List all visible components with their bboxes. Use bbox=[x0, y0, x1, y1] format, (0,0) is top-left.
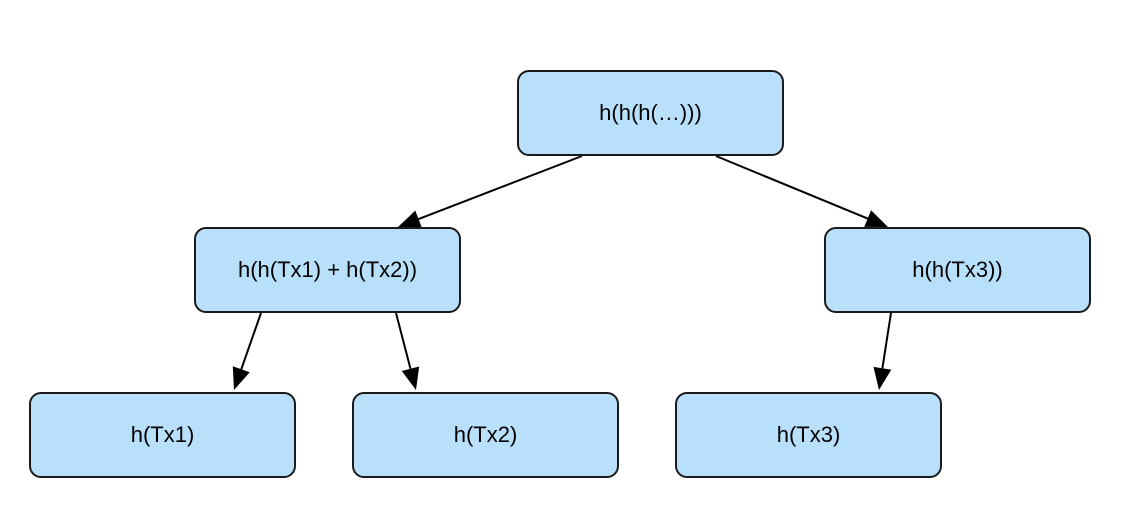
edge-root-right-line bbox=[715, 155, 869, 220]
node-leaf-tx2: h(Tx2) bbox=[352, 392, 619, 478]
edge-right-tx3-line bbox=[881, 312, 892, 369]
node-leaf-tx1-label: h(Tx1) bbox=[130, 422, 195, 447]
node-root: h(h(h(…))) bbox=[517, 70, 784, 156]
node-right-branch-label: h(h(Tx3)) bbox=[912, 257, 1003, 282]
node-leaf-tx3-label: h(Tx3) bbox=[776, 422, 841, 447]
node-left-branch: h(h(Tx1) + h(Tx2)) bbox=[194, 227, 461, 313]
node-root-label: h(h(h(…))) bbox=[599, 100, 702, 125]
edge-root-right-arrowhead-icon bbox=[864, 210, 888, 227]
edge-left-tx2-arrowhead-icon bbox=[401, 366, 420, 390]
edge-right-tx3-arrowhead-icon bbox=[873, 366, 892, 390]
edge-left-tx1-arrowhead-icon bbox=[232, 366, 250, 390]
edge-left-tx2-line bbox=[395, 312, 412, 369]
edge-left-tx1-line bbox=[240, 312, 262, 370]
edge-root-left-line bbox=[418, 155, 583, 221]
node-leaf-tx2-label: h(Tx2) bbox=[453, 422, 518, 447]
node-right-branch: h(h(Tx3)) bbox=[824, 227, 1091, 313]
edge-root-left-arrowhead-icon bbox=[398, 210, 422, 228]
node-leaf-tx1: h(Tx1) bbox=[29, 392, 296, 478]
node-leaf-tx3: h(Tx3) bbox=[675, 392, 942, 478]
node-left-branch-label: h(h(Tx1) + h(Tx2)) bbox=[237, 257, 418, 282]
